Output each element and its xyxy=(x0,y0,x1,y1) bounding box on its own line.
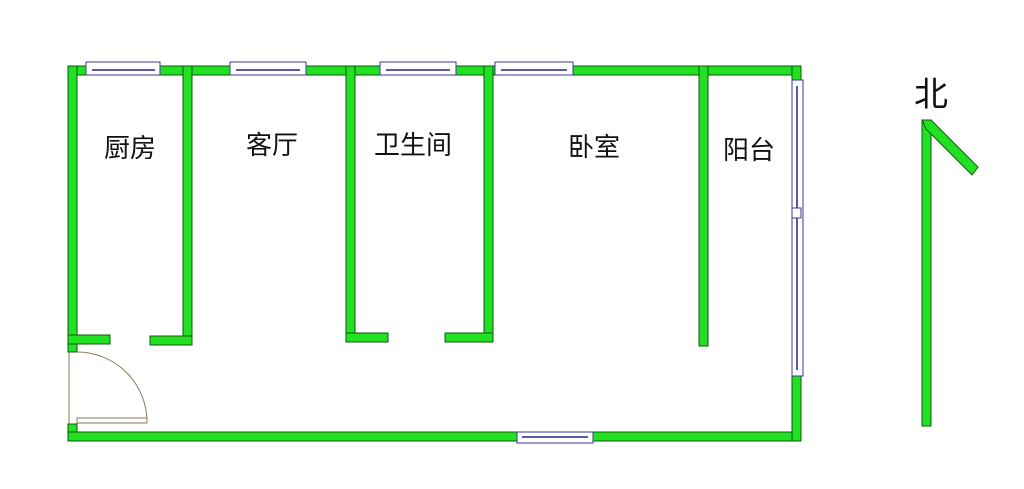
window-kitchen xyxy=(85,61,161,76)
window-balcony xyxy=(791,79,804,377)
wall-right-lower xyxy=(791,373,802,442)
wall-kitchen-right xyxy=(182,65,193,346)
window-bath xyxy=(379,61,457,76)
window-bedroom xyxy=(494,61,574,76)
wall-left-upper xyxy=(67,65,78,353)
walls xyxy=(67,65,802,442)
room-label-balcony: 阳台 xyxy=(723,136,775,166)
window-bottom xyxy=(516,431,594,444)
room-label-bedroom: 卧室 xyxy=(568,133,620,163)
north-label: 北 xyxy=(914,75,948,115)
wall-bath-stub-left xyxy=(345,332,389,343)
wall-kitchen-stub-left xyxy=(67,334,111,345)
wall-bath-left xyxy=(345,65,356,343)
windows xyxy=(85,61,804,444)
north-arrow-icon: 北 xyxy=(914,75,979,427)
room-label-bathroom: 卫生间 xyxy=(374,131,452,161)
wall-bottom xyxy=(67,431,802,442)
wall-bath-stub-right xyxy=(444,332,494,343)
room-label-kitchen: 厨房 xyxy=(104,134,156,164)
room-label-living: 客厅 xyxy=(246,131,298,161)
window-living xyxy=(229,61,307,76)
wall-kitchen-stub-right xyxy=(149,335,193,346)
wall-balcony xyxy=(698,65,709,347)
wall-bath-right xyxy=(483,65,494,343)
entry-door xyxy=(68,351,148,424)
